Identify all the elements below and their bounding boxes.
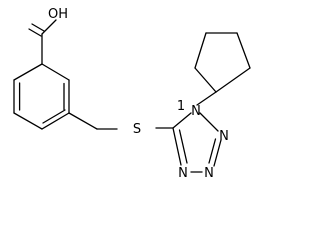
- bond-n2-n3: [213, 139, 222, 167]
- bond-n1-n2: [199, 112, 219, 132]
- bond-benzene-1: [41, 63, 70, 81]
- bond-n1-cyclopentyl: [196, 91, 217, 106]
- bond-benzene-3: [41, 112, 70, 130]
- bond-cyclopentyl-1: [215, 67, 251, 93]
- atom-label-n5: N: [178, 166, 188, 181]
- bond-cyclopentyl-4: [194, 32, 207, 69]
- bond-carbonyl-double-a: [31, 23, 45, 32]
- bond-c-oh: [41, 19, 57, 35]
- molecule-structure: OH S N 1 N N N: [13, 7, 251, 181]
- bond-benzene-inner-3: [42, 109, 66, 124]
- atom-label-n3: N: [219, 129, 229, 144]
- atom-label-s: S: [133, 122, 141, 137]
- atom-locant-n1: 1: [177, 99, 185, 114]
- bond-carbonyl-double-b: [28, 28, 42, 37]
- bond-ring-ch2: [68, 112, 98, 130]
- bond-benzene-6: [13, 63, 43, 81]
- bond-benzene-4: [13, 112, 43, 130]
- molecule-canvas: OH S N 1 N N N: [13, 7, 251, 181]
- bond-cyclopentyl-2: [236, 32, 251, 69]
- atom-label-n1: N: [191, 104, 201, 119]
- bond-n2-n3-double: [208, 138, 217, 164]
- bond-n4-c5-double: [178, 129, 188, 164]
- bond-cyclopentyl-5: [194, 67, 217, 93]
- atom-label-n4: N: [204, 166, 214, 181]
- bond-n4-c5: [172, 127, 182, 166]
- bond-c5-n1: [172, 112, 192, 129]
- atom-label-oh: OH: [48, 7, 68, 22]
